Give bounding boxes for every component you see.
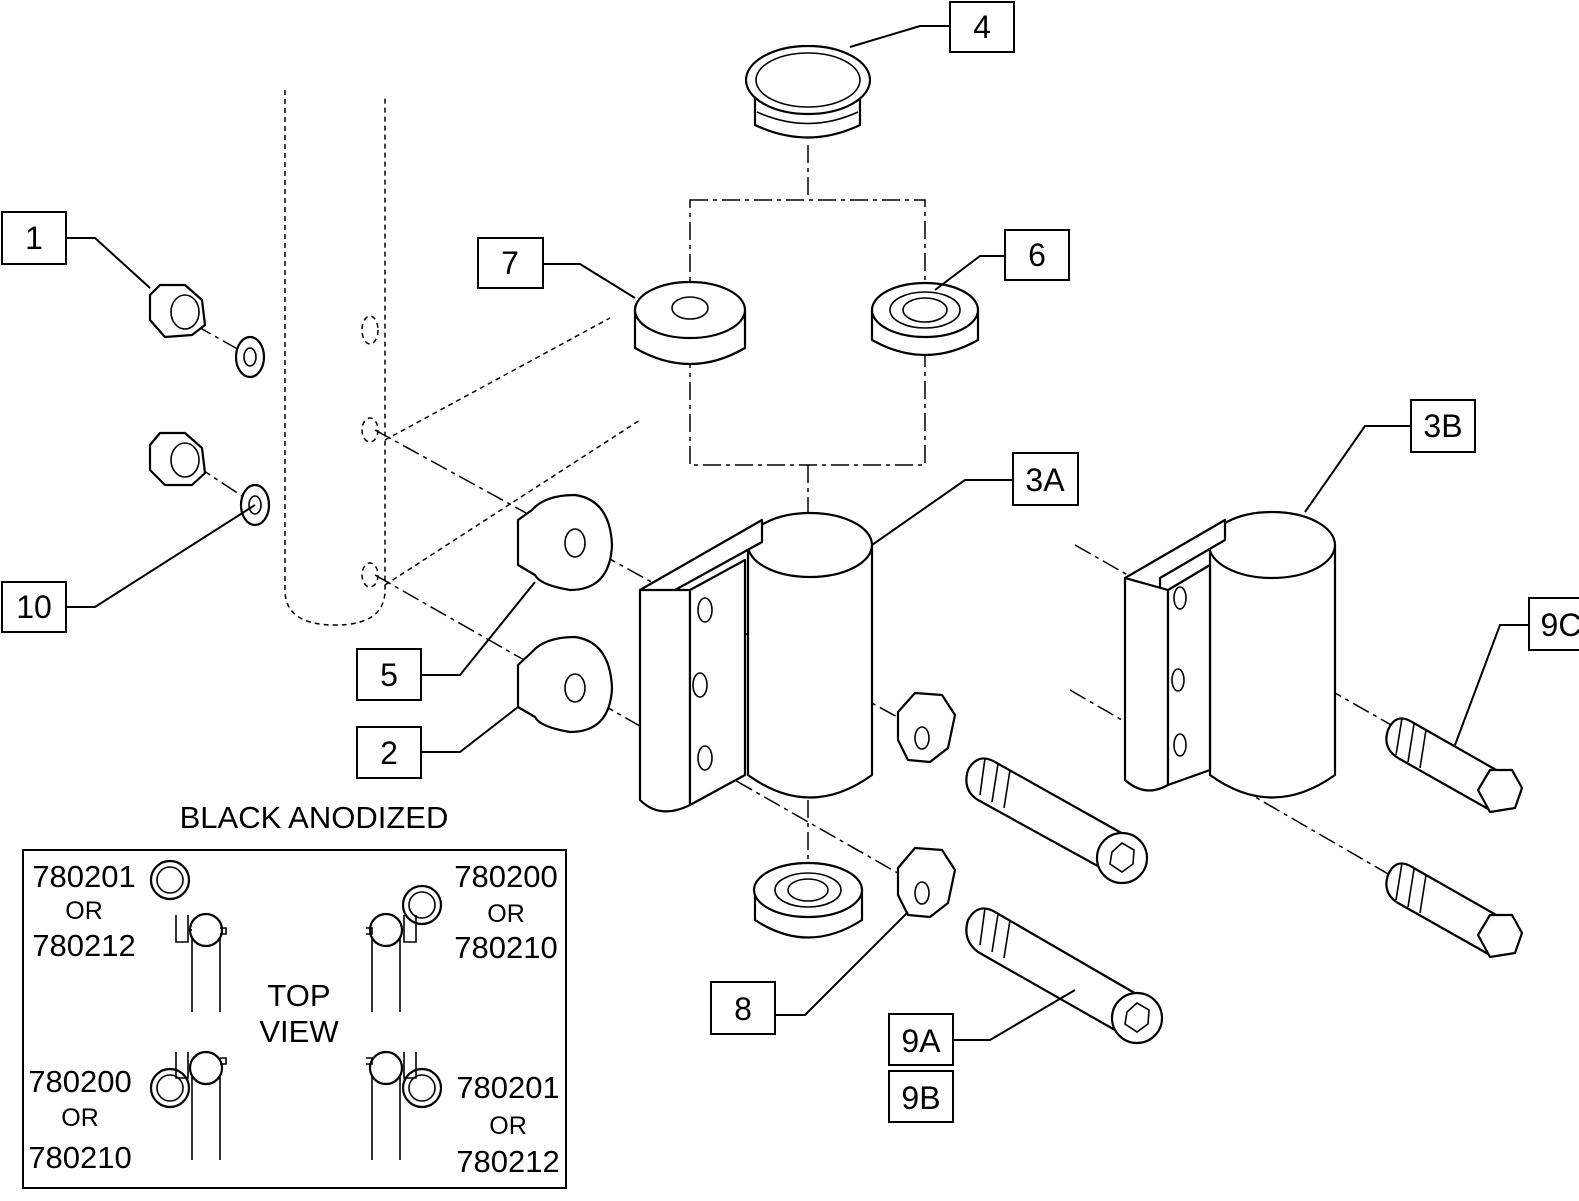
- inset-label-tl-a: 780201: [32, 859, 135, 894]
- part-7-spacer: [633, 280, 747, 366]
- inset-label-br-or: OR: [489, 1112, 527, 1140]
- svg-text:1: 1: [25, 220, 43, 256]
- part-9c-hex-bolt-upper: [1385, 717, 1524, 814]
- callout-6: 6: [1004, 229, 1070, 281]
- part-3b-clamp: [1123, 510, 1337, 799]
- part-4-end-cap: [744, 44, 872, 139]
- part-9c-hex-bolt-lower: [1385, 862, 1524, 959]
- callout-3a: 3A: [1012, 452, 1079, 506]
- callout-4: 4: [949, 1, 1015, 53]
- inset-label-tl-or: OR: [65, 897, 103, 925]
- inset-label-tr-b: 780210: [454, 930, 557, 965]
- callout-1: 1: [1, 211, 67, 265]
- callout-5: 5: [356, 648, 422, 701]
- inset-label-tl-b: 780212: [32, 928, 135, 963]
- frame-tube-hidden: [284, 90, 641, 626]
- inset-clamp-top-left: [149, 859, 227, 1012]
- svg-text:8: 8: [734, 991, 752, 1027]
- svg-text:10: 10: [16, 589, 52, 625]
- svg-text:9A: 9A: [901, 1023, 941, 1059]
- svg-text:9C: 9C: [1541, 607, 1579, 643]
- inset-label-bl-or: OR: [61, 1104, 99, 1132]
- svg-text:9B: 9B: [901, 1080, 940, 1116]
- svg-text:3A: 3A: [1025, 462, 1065, 498]
- inset-label-br-a: 780201: [456, 1070, 559, 1105]
- part-9b-socket-bolt: [965, 907, 1164, 1045]
- inset-center-line2: VIEW: [259, 1014, 339, 1049]
- svg-text:4: 4: [973, 9, 991, 45]
- svg-text:7: 7: [501, 245, 519, 281]
- part-3a-clamp: [638, 511, 874, 813]
- part-6-bearing-top: [870, 281, 980, 356]
- part-8-hex-nut-lower: [896, 846, 957, 919]
- callout-9a: 9A: [888, 1013, 954, 1066]
- part-6-bearing-bottom: [752, 861, 864, 939]
- inset-clamp-bottom-left: [149, 1050, 227, 1160]
- inset-label-tr-or: OR: [487, 900, 525, 928]
- part-1-nut-upper: [148, 283, 266, 379]
- callout-3b: 3B: [1410, 399, 1476, 453]
- callout-10: 10: [1, 581, 67, 633]
- inset-clamp-top-right: [366, 884, 443, 1012]
- inset-label-br-b: 780212: [456, 1144, 559, 1179]
- inset-center-line1: TOP: [267, 978, 330, 1013]
- svg-text:3B: 3B: [1423, 408, 1462, 444]
- inset-label-bl-b: 780210: [28, 1140, 131, 1175]
- part-5-cam-washer: [516, 493, 614, 592]
- inset-clamp-bottom-right: [366, 1050, 443, 1160]
- part-9a-socket-bolt: [965, 757, 1149, 885]
- inset-title: BLACK ANODIZED: [180, 800, 449, 835]
- callout-9c: 9C: [1528, 597, 1579, 651]
- inset-black-anodized: BLACK ANODIZED 780201 OR 780212 780200 O…: [22, 800, 567, 1189]
- callout-7: 7: [477, 237, 544, 289]
- svg-text:2: 2: [380, 735, 398, 771]
- callout-2: 2: [356, 726, 422, 779]
- leader-lines: [66, 25, 1529, 1041]
- inset-label-tr-a: 780200: [454, 859, 557, 894]
- part-10-nut-lower: [148, 431, 271, 527]
- inset-label-bl-a: 780200: [28, 1064, 131, 1099]
- svg-text:6: 6: [1028, 237, 1046, 273]
- callout-9b: 9B: [888, 1070, 954, 1123]
- callout-8: 8: [710, 981, 776, 1035]
- part-2-cam-washer: [516, 635, 614, 734]
- inset-frame: [22, 849, 567, 1189]
- part-8-hex-nut-upper: [896, 691, 957, 764]
- svg-text:5: 5: [380, 657, 398, 693]
